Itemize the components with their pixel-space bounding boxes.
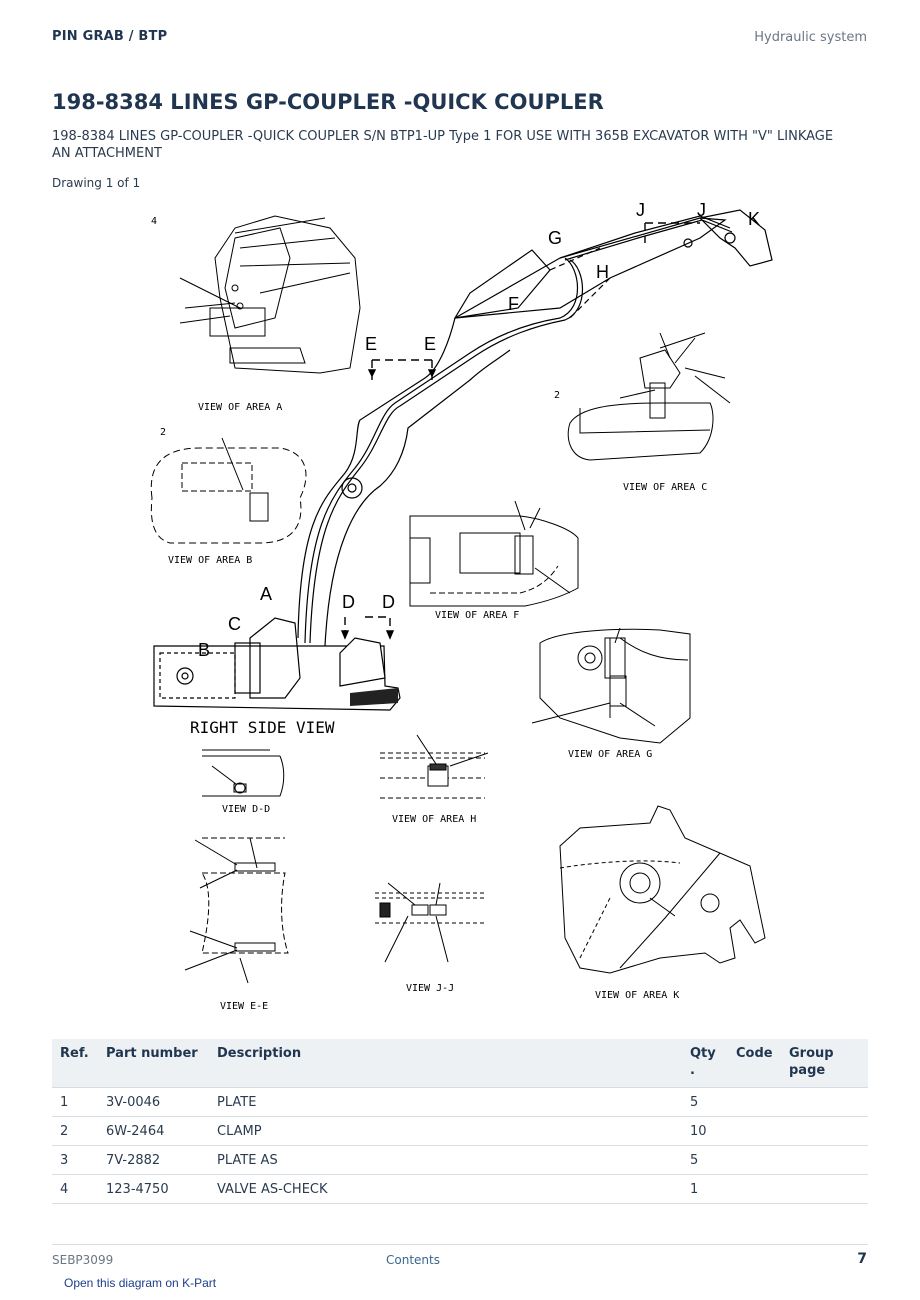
part-number-cell[interactable]: 123-4750: [98, 1174, 209, 1204]
section-name: Hydraulic system: [754, 30, 867, 45]
qty-cell: 5: [682, 1145, 728, 1175]
open-in-kpart-link[interactable]: Open this diagram on K-Part: [64, 1276, 217, 1290]
parts-table: Ref. Part number Description Qty . Code …: [52, 1039, 868, 1204]
letter-f: F: [508, 294, 519, 314]
letter-g: G: [548, 228, 562, 248]
ref-cell: 2: [52, 1116, 98, 1146]
label-area-a: VIEW OF AREA A: [198, 402, 282, 413]
label-area-h: VIEW OF AREA H: [392, 814, 476, 825]
col-part-number: Part number: [98, 1039, 209, 1088]
label-view-jj: VIEW J-J: [406, 983, 454, 994]
footer-divider: [52, 1244, 868, 1245]
detail-area-g: [531, 627, 691, 744]
letter-d1: D: [342, 592, 355, 612]
description-cell: CLAMP: [209, 1116, 682, 1146]
page-subtitle: 198-8384 LINES GP-COUPLER -QUICK COUPLER…: [52, 129, 834, 161]
detail-area-h: [380, 734, 489, 799]
code-cell: [728, 1087, 781, 1117]
col-description: Description: [209, 1039, 682, 1088]
label-area-c: VIEW OF AREA C: [623, 482, 707, 493]
code-cell: [728, 1116, 781, 1146]
description-cell: VALVE AS-CHECK: [209, 1174, 682, 1204]
detail-view-dd: [202, 749, 285, 797]
letter-a: A: [260, 584, 272, 604]
excavator-outline: [153, 209, 773, 711]
callout-4: 4: [151, 216, 157, 227]
parts-diagram: VIEW OF AREA A VIEW OF AREA B VIEW OF AR…: [140, 198, 800, 1023]
part-number-cell[interactable]: 3V-0046: [98, 1087, 209, 1117]
part-number-cell[interactable]: 6W-2464: [98, 1116, 209, 1146]
letter-d2: D: [382, 592, 395, 612]
description-cell: PLATE AS: [209, 1145, 682, 1175]
label-right-side-view: RIGHT SIDE VIEW: [190, 718, 335, 737]
drawing-count: Drawing 1 of 1: [52, 176, 141, 190]
label-view-ee: VIEW E-E: [220, 1001, 268, 1012]
breadcrumb[interactable]: PIN GRAB / BTP: [52, 29, 168, 44]
letter-e2: E: [424, 334, 436, 354]
col-ref: Ref.: [52, 1039, 98, 1088]
detail-area-b: [150, 437, 307, 544]
ref-cell: 4: [52, 1174, 98, 1204]
letter-k: K: [748, 209, 760, 229]
group-page-cell: [781, 1116, 868, 1146]
callout-2-b: 2: [160, 427, 166, 438]
label-area-k: VIEW OF AREA K: [595, 990, 679, 1001]
page-title: 198-8384 LINES GP-COUPLER -QUICK COUPLER: [52, 90, 604, 114]
table-header-row: Ref. Part number Description Qty . Code …: [52, 1039, 868, 1088]
callout-2-c: 2: [554, 390, 560, 401]
detail-area-a: [179, 215, 361, 374]
group-page-cell: [781, 1145, 868, 1175]
letter-e1: E: [365, 334, 377, 354]
code-cell: [728, 1174, 781, 1204]
group-page-cell: [781, 1174, 868, 1204]
letter-b: B: [198, 640, 210, 660]
detail-area-f: [409, 500, 579, 607]
qty-cell: 1: [682, 1174, 728, 1204]
part-number-cell[interactable]: 7V-2882: [98, 1145, 209, 1175]
qty-cell: 5: [682, 1087, 728, 1117]
detail-area-k: [559, 805, 766, 974]
letter-j1: J: [636, 200, 645, 220]
group-page-cell: [781, 1087, 868, 1117]
ref-cell: 3: [52, 1145, 98, 1175]
detail-area-c: [567, 332, 731, 461]
page-number: 7: [857, 1251, 867, 1267]
description-cell: PLATE: [209, 1087, 682, 1117]
qty-cell: 10: [682, 1116, 728, 1146]
label-area-b: VIEW OF AREA B: [168, 555, 252, 566]
label-area-g: VIEW OF AREA G: [568, 749, 652, 760]
label-view-dd: VIEW D-D: [222, 804, 270, 815]
section-markers: [340, 222, 700, 640]
ref-cell: 1: [52, 1087, 98, 1117]
code-cell: [728, 1145, 781, 1175]
letter-h: H: [596, 262, 609, 282]
detail-view-jj: [375, 882, 485, 963]
col-code: Code: [728, 1039, 781, 1088]
detail-view-ee: [184, 837, 289, 984]
label-area-f: VIEW OF AREA F: [435, 610, 519, 621]
table-row: 4 123-4750 VALVE AS-CHECK 1: [52, 1174, 868, 1204]
table-row: 2 6W-2464 CLAMP 10: [52, 1116, 868, 1146]
table-row: 1 3V-0046 PLATE 5: [52, 1087, 868, 1117]
letter-j2: J: [697, 200, 706, 220]
col-qty: Qty .: [682, 1039, 728, 1088]
table-row: 3 7V-2882 PLATE AS 5: [52, 1145, 868, 1175]
col-group-page: Group page: [781, 1039, 868, 1088]
document-id: SEBP3099: [52, 1253, 114, 1267]
contents-link[interactable]: Contents: [386, 1253, 440, 1267]
letter-c: C: [228, 614, 241, 634]
